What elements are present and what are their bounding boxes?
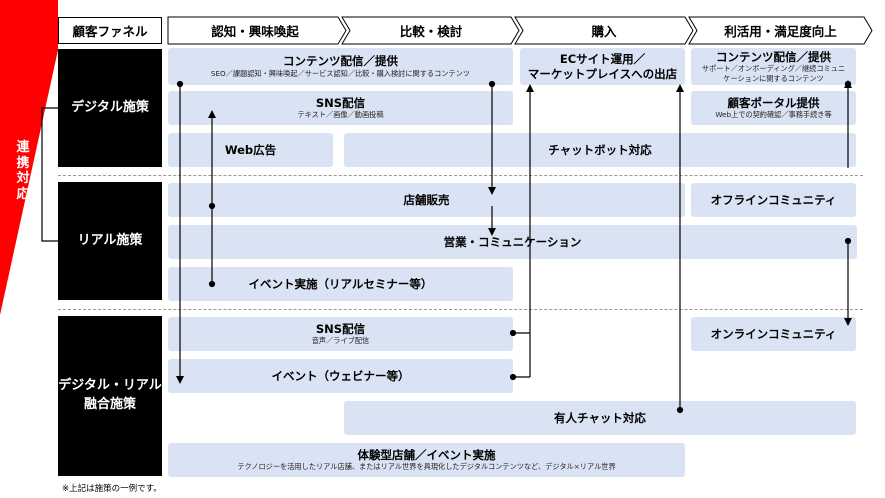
- webinar-box: イベント（ウェビナー等）: [168, 359, 513, 393]
- chatbot-box: チャットボット対応: [344, 133, 856, 167]
- stage-purchase: 購入: [591, 24, 617, 39]
- stage-retention: 利活用・満足度向上: [724, 24, 837, 39]
- store-sales-box: 店舗販売: [168, 183, 685, 217]
- category-digital: デジタル施策: [58, 49, 162, 167]
- web-ad-box: Web広告: [168, 133, 333, 167]
- offline-community-box: オフラインコミュニティ: [691, 183, 856, 217]
- support-content-box: コンテンツ配信／提供 サポート／オンボーディング／継続コミュニ ケーションに関す…: [691, 48, 856, 85]
- stage-comparison: 比較・検討: [399, 24, 463, 39]
- manned-chat-box: 有人チャット対応: [344, 401, 856, 435]
- sns-live-box: SNS配信 音声／ライブ配信: [168, 317, 513, 351]
- stage-awareness: 認知・興味喚起: [211, 24, 299, 39]
- collaboration-label: 連携対応: [16, 140, 30, 202]
- sns-text-box: SNS配信 テキスト／画像／動画投稿: [168, 91, 513, 125]
- section-divider: [58, 309, 863, 310]
- section-divider: [58, 175, 863, 176]
- real-event-box: イベント実施（リアルセミナー等）: [168, 267, 513, 301]
- category-real: リアル施策: [58, 182, 162, 300]
- online-community-box: オンラインコミュニティ: [691, 317, 856, 351]
- category-hybrid: デジタル・リアル 融合施策: [58, 316, 162, 476]
- funnel-header-label: 顧客ファネル: [58, 17, 162, 44]
- footnote: ※上記は施策の一例です。: [62, 484, 162, 494]
- customer-portal-box: 顧客ポータル提供 Web上での契約確認／事務手続き等: [691, 91, 856, 125]
- experience-store-box: 体験型店舗／イベント実施 テクノロジーを活用したリアル店舗、またはリアル世界を具…: [168, 443, 685, 477]
- sales-communication-box: 営業・コミュニケーション: [168, 225, 857, 259]
- ec-site-box: ECサイト運用／ マーケットプレイスへの出店: [520, 48, 685, 85]
- content-delivery-box: コンテンツ配信／提供 SEO／課題認知・興味喚起／サービス認知／比較・購入検討に…: [168, 48, 513, 85]
